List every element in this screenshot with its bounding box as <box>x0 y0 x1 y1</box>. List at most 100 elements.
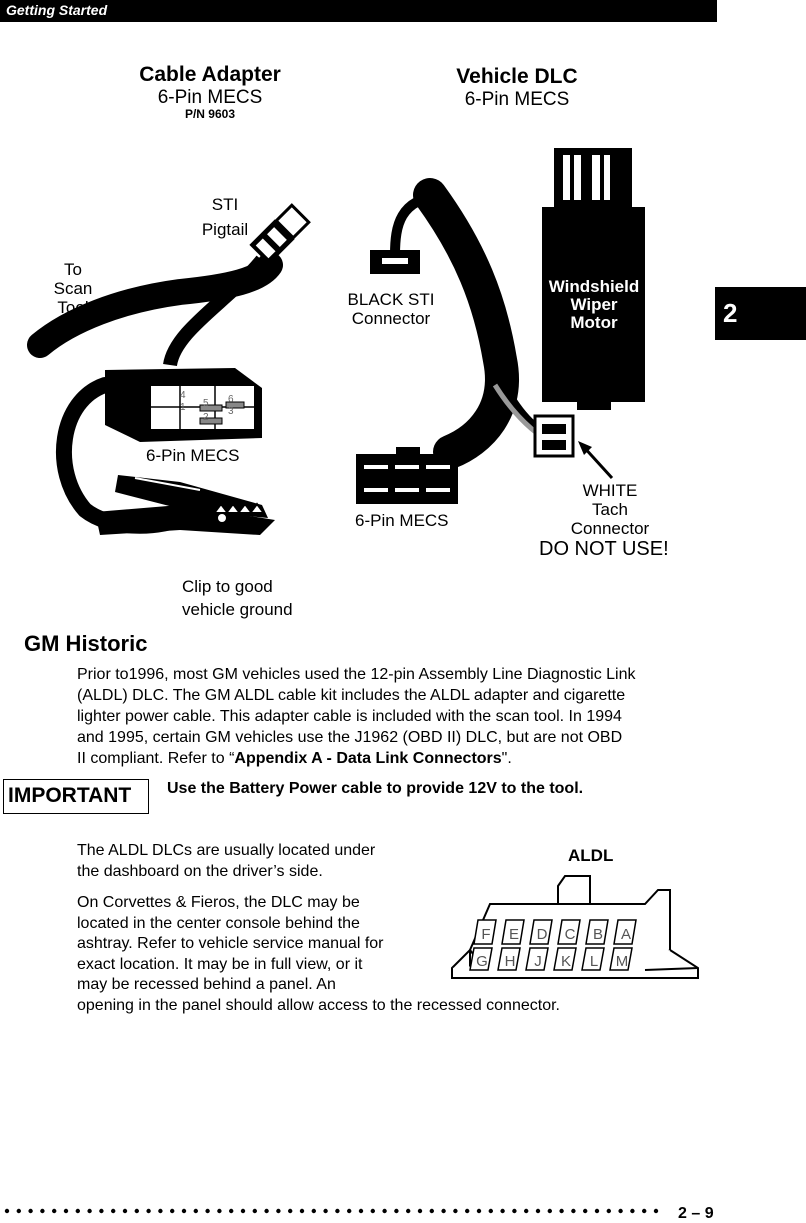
intro-line: and 1995, certain GM vehicles use the J1… <box>77 729 623 746</box>
footer-dot <box>205 1208 210 1214</box>
corvette-paragraph: On Corvettes & Fieros, the DLC may be lo… <box>77 893 717 1016</box>
intro-last-suffix: ". <box>501 750 512 767</box>
footer-dot <box>4 1208 10 1214</box>
to-scan-tool-label: To Scan Tool <box>42 260 104 317</box>
footer-dot <box>642 1208 647 1214</box>
corvette-line: opening in the panel should allow access… <box>77 996 560 1014</box>
wiper-motor <box>542 148 645 410</box>
pin-2: 2 <box>203 412 209 423</box>
clip-label-line1: Clip to good <box>182 577 273 596</box>
intro-line: Prior to1996, most GM vehicles used the … <box>77 666 636 683</box>
important-label: IMPORTANT <box>8 784 132 807</box>
footer-dot <box>217 1208 222 1214</box>
alligator-clip <box>95 475 275 535</box>
aldl-pin-A: A <box>621 926 631 943</box>
location-line: The ALDL DLCs are usually located under <box>77 842 376 859</box>
aldl-pin-H: H <box>505 953 516 970</box>
wiper-motor-label-3: Motor <box>570 313 618 332</box>
vehicle-dlc-title: Vehicle DLC <box>456 65 578 88</box>
chapter-tab: 2 <box>715 287 806 340</box>
footer-dot <box>618 1208 623 1214</box>
appendix-reference: Appendix A - Data Link Connectors <box>234 750 502 767</box>
aldl-pin-E: E <box>509 926 519 943</box>
footer-dot <box>488 1208 493 1214</box>
footer-dot <box>311 1208 316 1214</box>
wiper-motor-label-1: Windshield <box>549 277 640 296</box>
footer-dot <box>594 1208 600 1214</box>
footer-dot <box>158 1208 163 1214</box>
aldl-pin-G: G <box>476 953 488 970</box>
location-paragraph: The ALDL DLCs are usually located under … <box>77 840 437 882</box>
page-number: 2 – 9 <box>678 1205 714 1222</box>
footer-dot <box>512 1208 517 1214</box>
footer-dot <box>453 1208 458 1214</box>
footer-dot <box>465 1208 470 1214</box>
to-scan-tool-line3: Tool <box>57 298 89 317</box>
intro-line: II compliant. Refer to “Appendix A - Dat… <box>77 748 717 769</box>
footer-dot <box>406 1208 411 1214</box>
footer-dot <box>75 1208 81 1214</box>
footer-dot <box>394 1208 399 1214</box>
white-tach-line3: Connector <box>570 519 650 538</box>
footer-dot <box>52 1208 57 1214</box>
vehicle-dlc-subtitle: 6-Pin MECS <box>464 89 570 110</box>
footer-dot <box>358 1208 364 1214</box>
aldl-bottom-row <box>469 947 633 971</box>
black-sti-connector <box>370 250 420 274</box>
adapter-6pin-connector: 1 2 3 4 5 6 <box>105 368 262 442</box>
footer-dot <box>547 1208 552 1214</box>
chapter-tab-label: 2 <box>723 298 738 328</box>
footer-dot <box>276 1208 281 1214</box>
footer-dot <box>323 1208 328 1214</box>
footer-dot <box>63 1208 69 1214</box>
corvette-line: ashtray. Refer to vehicle service manual… <box>77 935 384 952</box>
footer-dot <box>134 1208 139 1214</box>
section-heading: GM Historic <box>24 631 148 656</box>
footer-dot <box>370 1208 375 1214</box>
aldl-pin-C: C <box>565 926 576 943</box>
white-tach-connector <box>533 414 575 458</box>
footer-dot <box>583 1208 588 1214</box>
aldl-pin-M: M <box>616 953 629 970</box>
footer-dot <box>524 1208 529 1214</box>
intro-last-prefix: II compliant. Refer to “ <box>77 750 235 767</box>
cable-adapter-part-number: P/N 9603 <box>184 107 236 121</box>
footer-dot <box>122 1208 128 1214</box>
cable-adapter-heading: Cable Adapter 6-Pin MECS P/N 9603 <box>110 63 310 121</box>
aldl-connector: F E D C B A G H J K L M <box>451 875 699 979</box>
footer-dot <box>264 1208 269 1214</box>
footer-dot <box>417 1208 423 1214</box>
footer-dot <box>382 1208 387 1214</box>
intro-paragraph: Prior to1996, most GM vehicles used the … <box>77 664 717 769</box>
pin-3: 3 <box>228 406 234 417</box>
vehicle-6pin-connector <box>356 447 458 504</box>
white-tach-line1: WHITE <box>582 481 638 500</box>
corvette-line: On Corvettes & Fieros, the DLC may be <box>77 894 360 911</box>
header-bar <box>0 0 717 22</box>
intro-line: lighter power cable. This adapter cable … <box>77 708 622 725</box>
footer-dot <box>240 1208 246 1214</box>
cable-adapter-title: Cable Adapter <box>139 63 281 86</box>
footer-dot <box>146 1208 151 1214</box>
intro-line: (ALDL) DLC. The GM ALDL cable kit includ… <box>77 687 626 704</box>
connection-diagram: 1 2 3 4 5 6 Windshield Wiper Motor <box>27 148 645 535</box>
footer-dot <box>170 1208 175 1214</box>
footer-dot <box>99 1208 104 1214</box>
do-not-use-warning: DO NOT USE! <box>539 538 669 560</box>
white-tach-label: WHITE Tach Connector <box>555 481 665 538</box>
clip-label-line2: vehicle ground <box>182 600 293 619</box>
footer-dot <box>441 1208 446 1214</box>
important-text: Use the Battery Power cable to provide 1… <box>167 780 584 797</box>
pin-6: 6 <box>228 394 234 405</box>
pin-5: 5 <box>203 398 209 409</box>
corvette-line: exact location. It may be in full view, … <box>77 955 363 973</box>
footer-dot <box>476 1208 482 1214</box>
tach-arrowhead <box>578 441 592 455</box>
sti-pigtail-label-line2: Pigtail <box>201 220 249 239</box>
footer-dot <box>535 1208 541 1214</box>
aldl-title: ALDL <box>568 846 614 865</box>
important-callout-box <box>3 779 149 814</box>
footer-dot-leader <box>4 1208 659 1214</box>
aldl-pin-D: D <box>537 926 548 943</box>
footer-dot <box>193 1208 198 1214</box>
